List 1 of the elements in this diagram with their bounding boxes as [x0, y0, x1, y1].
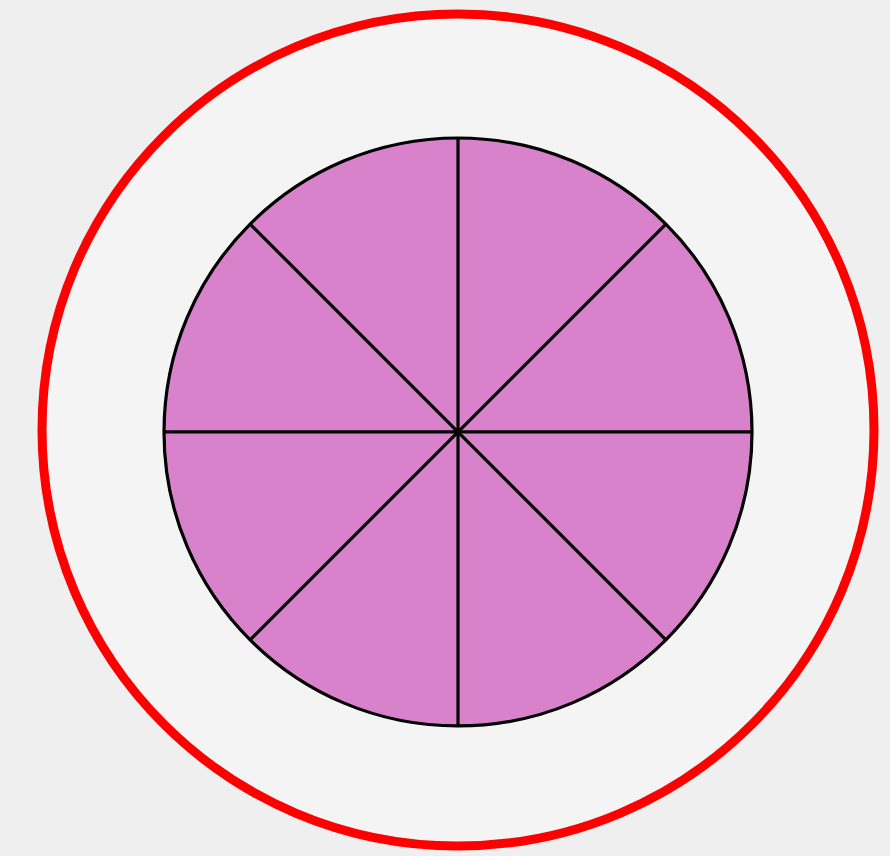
pie-drawing — [162, 136, 754, 728]
